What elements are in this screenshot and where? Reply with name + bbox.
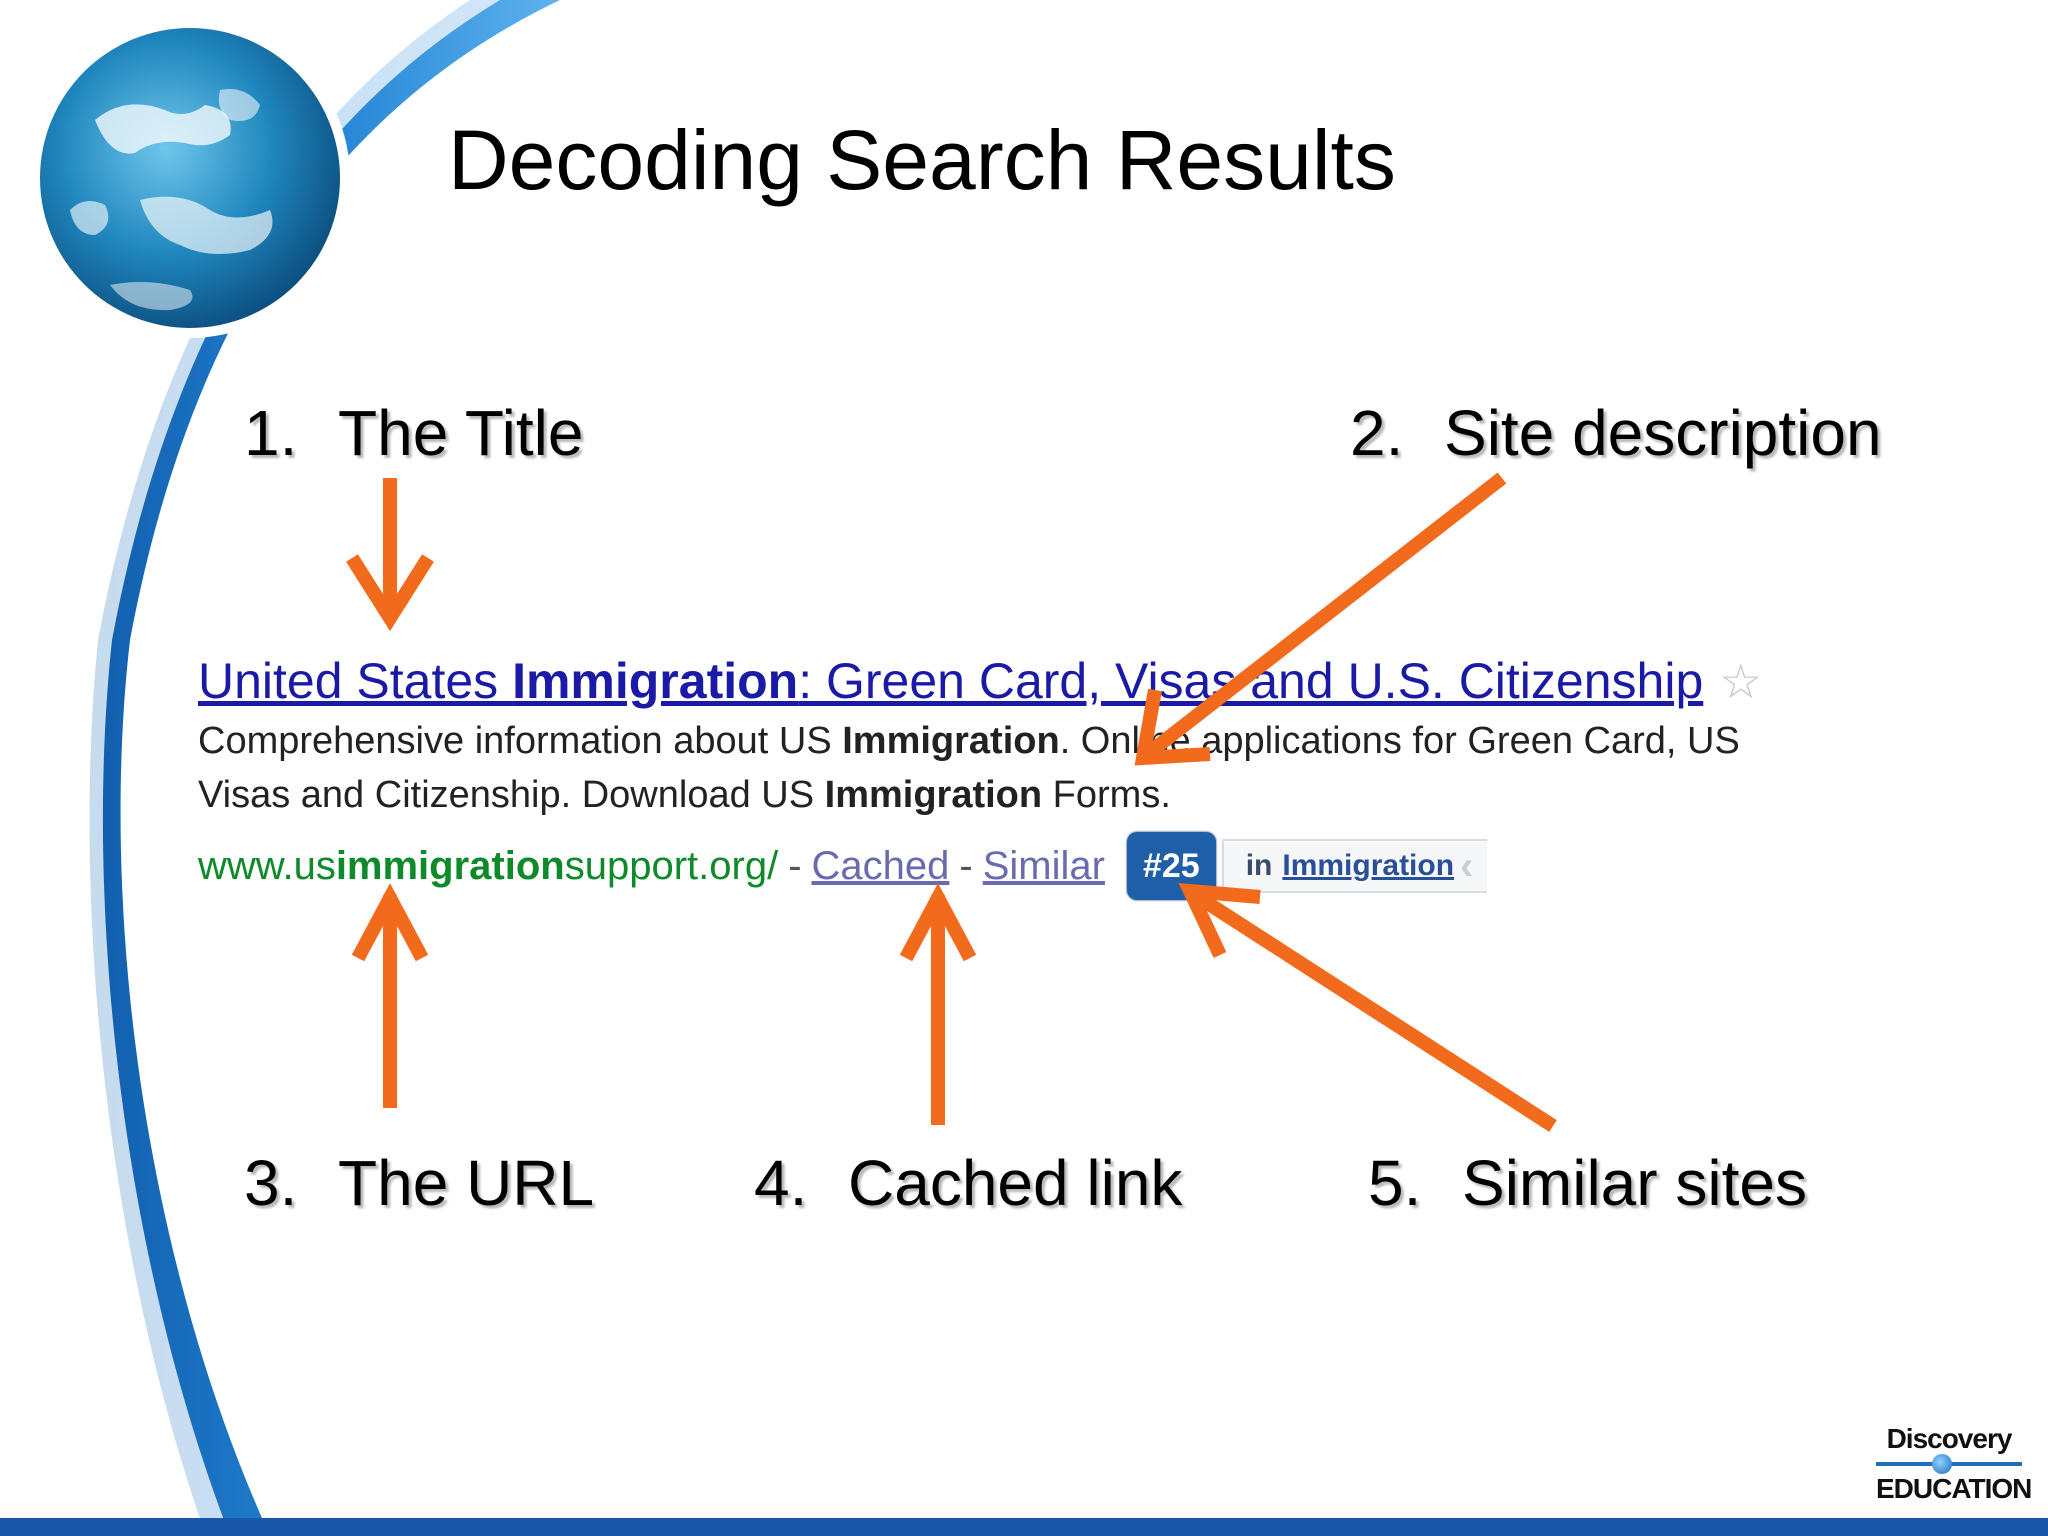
rank-in-text: in — [1245, 849, 1273, 882]
rank-category-tag: in Immigration‹ — [1221, 839, 1488, 893]
label-site-description: 2. Site description — [1350, 396, 1882, 470]
label-number: 4. — [754, 1147, 808, 1219]
description-line-1: Comprehensive information about US Immig… — [198, 714, 1998, 768]
globe-icon — [1876, 1454, 2022, 1474]
title-text-end: : Green Card, Visas and U.S. Citizenship — [798, 653, 1704, 709]
label-cached-link: 4. Cached link — [754, 1146, 1182, 1220]
desc-text: Comprehensive information about US — [198, 720, 843, 762]
label-number: 1. — [244, 397, 298, 469]
title-text-bold: Immigration — [512, 653, 799, 709]
desc-bold: Immigration — [824, 774, 1043, 816]
label-text: Site description — [1444, 397, 1882, 469]
url-bold: immigration — [335, 844, 565, 888]
description-line-2: Visas and Citizenship. Download US Immig… — [198, 768, 1998, 822]
desc-bold: Immigration — [842, 720, 1060, 762]
desc-text: . Online applications for Green Card, US — [1059, 720, 1740, 762]
cached-link[interactable]: Cached — [811, 844, 950, 888]
desc-text: Visas and Citizenship. Download US — [198, 774, 825, 816]
label-text: The Title — [338, 397, 584, 469]
result-title-link[interactable]: United States Immigration: Green Card, V… — [198, 653, 1703, 709]
rank-badge[interactable]: #25 — [1126, 832, 1216, 900]
slide-title: Decoding Search Results — [448, 113, 1396, 207]
label-number: 3. — [244, 1147, 298, 1219]
url-text: www.us — [198, 844, 336, 888]
label-text: The URL — [338, 1147, 595, 1219]
label-number: 2. — [1350, 397, 1404, 469]
discovery-education-logo: Discovery EDUCATION — [1876, 1423, 2032, 1504]
label-the-url: 3. The URL — [244, 1146, 594, 1220]
label-number: 5. — [1368, 1147, 1422, 1219]
rank-category-link[interactable]: Immigration — [1282, 849, 1455, 882]
logo-line-2: EDUCATION — [1876, 1473, 2032, 1504]
title-text-start: United States — [198, 653, 513, 709]
chevron-left-icon: ‹ — [1460, 844, 1474, 888]
logo-line-1: Discovery — [1886, 1423, 2013, 1454]
url-text: support.org/ — [564, 844, 779, 888]
star-outline-icon[interactable]: ☆ — [1719, 656, 1763, 709]
separator: - — [959, 844, 973, 888]
desc-text: Forms. — [1042, 774, 1171, 816]
search-result-snippet: United States Immigration: Green Card, V… — [198, 650, 1998, 900]
label-the-title: 1. The Title — [244, 396, 583, 470]
result-description: Comprehensive information about US Immig… — [198, 714, 1998, 822]
result-url-row: www.usimmigrationsupport.org/ - Cached -… — [198, 832, 1998, 900]
similar-link[interactable]: Similar — [982, 844, 1105, 888]
separator: - — [788, 844, 802, 888]
result-title-row: United States Immigration: Green Card, V… — [198, 650, 1998, 712]
result-url: www.usimmigrationsupport.org/ — [198, 836, 778, 896]
label-text: Cached link — [848, 1147, 1183, 1219]
label-similar-sites: 5. Similar sites — [1368, 1146, 1807, 1220]
label-text: Similar sites — [1462, 1147, 1807, 1219]
